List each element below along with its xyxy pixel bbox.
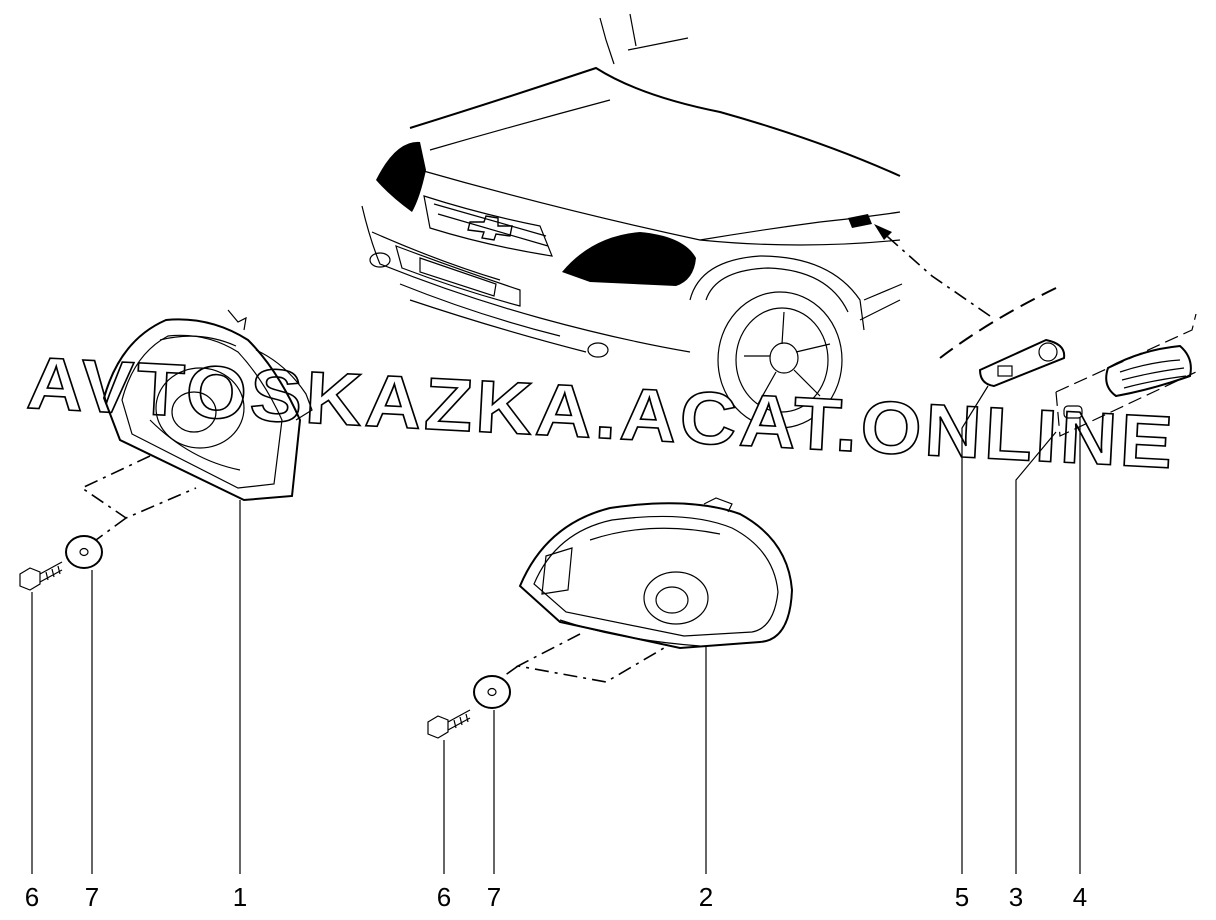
callout-7-center: 7: [487, 882, 501, 912]
callout-7-left: 7: [85, 882, 99, 912]
callout-3: 3: [1009, 882, 1023, 912]
callout-5: 5: [955, 882, 969, 912]
vehicle-right-headlamp-icon: [562, 232, 696, 286]
side-lamp-assembly: [874, 224, 1197, 437]
callout-4: 4: [1073, 882, 1087, 912]
callout-6-center: 6: [437, 882, 451, 912]
vehicle-front-drawing: [361, 13, 903, 429]
left-headlamp-part: [102, 309, 313, 502]
center-washer-part: [473, 675, 511, 709]
left-washer-part: [65, 535, 103, 569]
callout-labels: 6 7 1 6 7 2 5 3 4: [25, 882, 1087, 912]
bowtie-emblem-icon: [467, 215, 513, 241]
callout-1: 1: [233, 882, 247, 912]
watermark-text: AVTOSKAZKA.ACAT.ONLINE: [25, 341, 1178, 484]
mounting-lines: [80, 455, 665, 683]
left-bolt-part: [19, 561, 63, 591]
vehicle-side-marker-icon: [848, 214, 872, 228]
center-bolt-part: [427, 709, 471, 739]
leader-lines: [31, 385, 1081, 874]
right-headlamp-part: [518, 497, 794, 650]
vehicle-left-headlamp-icon: [376, 141, 426, 212]
callout-6-left: 6: [25, 882, 39, 912]
callout-2: 2: [699, 882, 713, 912]
